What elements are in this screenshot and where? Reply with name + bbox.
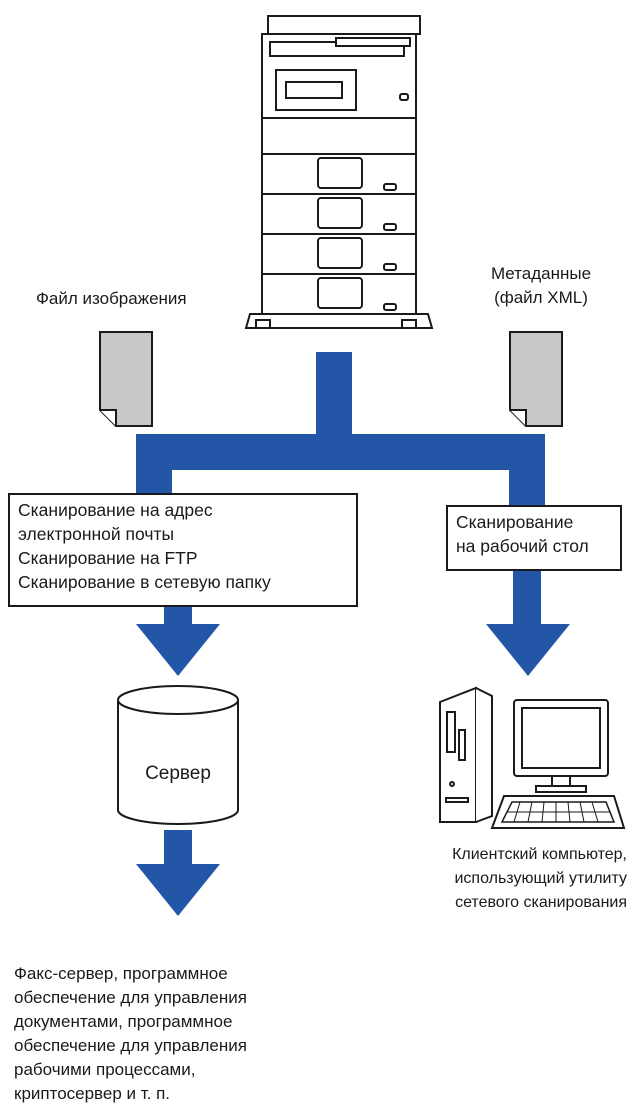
client-label: Клиентский компьютер, использующий утили… [395, 843, 627, 915]
destinations-line: документами, программное [14, 1012, 233, 1031]
scan-mode-line: Сканирование в сетевую папку [18, 572, 271, 592]
arrow-down-icon [136, 864, 220, 916]
scan-mode-line: на рабочий стол [456, 536, 589, 556]
printer-icon [244, 15, 434, 329]
metadata-document-icon [509, 331, 563, 427]
destinations-line: криптосервер и т. п. [14, 1084, 171, 1103]
server-icon [117, 685, 239, 825]
arrow-down-icon [136, 624, 220, 676]
destinations-line: обеспечение для управления [14, 988, 247, 1007]
client-label-line: Клиентский компьютер, [452, 846, 627, 863]
destinations-line: обеспечение для управления [14, 1036, 247, 1055]
flow-connector [136, 352, 545, 864]
image-file-document-icon [99, 331, 153, 427]
metadata-label-line: (файл XML) [494, 288, 588, 307]
destinations-line: Факс-сервер, программное [14, 964, 228, 983]
scan-mode-line: Сканирование [456, 512, 574, 532]
desktop-scan-box: Сканирование на рабочий стол [446, 505, 622, 571]
network-scan-modes-box: Сканирование на адрес электронной почты … [8, 493, 358, 607]
scan-mode-line: Сканирование на FTP [18, 548, 198, 568]
image-file-label: Файл изображения [36, 289, 187, 308]
computer-icon [439, 686, 626, 829]
arrow-down-icon [486, 624, 570, 676]
destinations-label: Факс-сервер, программное обеспечение для… [14, 962, 247, 1106]
scan-mode-line: Сканирование на адрес [18, 500, 213, 520]
metadata-label: Метаданные (файл XML) [462, 262, 620, 310]
destinations-line: рабочими процессами, [14, 1060, 196, 1079]
client-label-line: сетевого сканирования [455, 894, 627, 911]
client-label-line: использующий утилиту [454, 870, 627, 887]
server-label: Сервер [145, 763, 211, 784]
metadata-label-line: Метаданные [490, 264, 592, 283]
scan-mode-line: электронной почты [18, 524, 175, 544]
